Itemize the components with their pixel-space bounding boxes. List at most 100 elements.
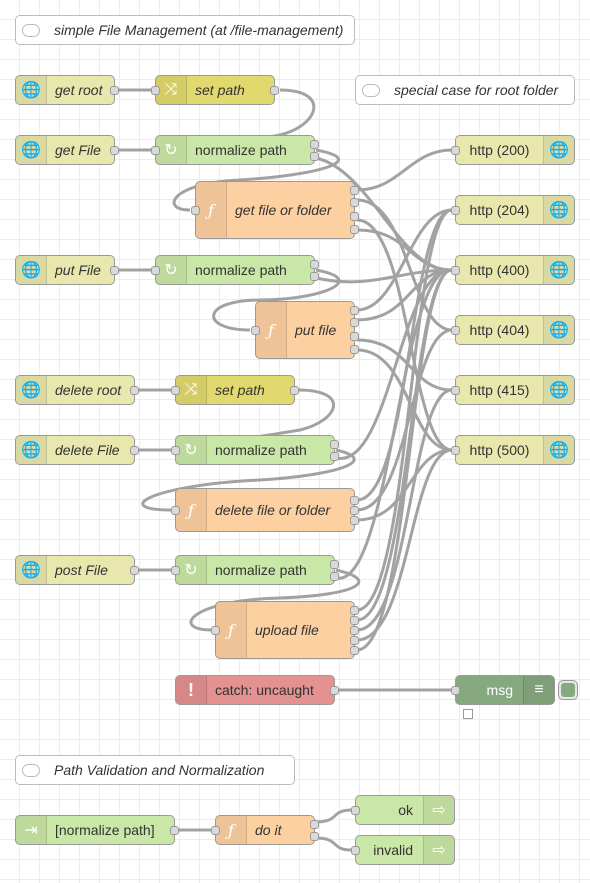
globe-icon: 🌐 [543, 136, 574, 164]
input-port[interactable] [451, 206, 460, 215]
function-put-file[interactable]: ƒ put file [251, 301, 359, 359]
function-do-it[interactable]: ƒ do it [211, 815, 319, 845]
debug-toggle-button[interactable] [558, 680, 578, 700]
input-port[interactable] [451, 266, 460, 275]
output-port[interactable] [350, 198, 359, 207]
globe-icon: 🌐 [543, 436, 574, 464]
output-port[interactable] [350, 496, 359, 505]
output-port[interactable] [110, 86, 119, 95]
output-port[interactable] [350, 506, 359, 515]
http-response-400[interactable]: http (400) 🌐 [451, 255, 575, 285]
change-set-path-1[interactable]: ⤨ set path [151, 75, 279, 105]
subflow-output-invalid[interactable]: invalid ⇨ [351, 835, 455, 865]
http-response-200[interactable]: http (200) 🌐 [451, 135, 575, 165]
output-port[interactable] [350, 616, 359, 625]
comment-special-case[interactable]: special case for root folder [355, 75, 575, 105]
output-port[interactable] [350, 345, 359, 354]
http-in-delete-file[interactable]: 🌐 delete File [15, 435, 139, 465]
output-port[interactable] [330, 440, 339, 449]
function-delete-file-or-folder[interactable]: ƒ delete file or folder [171, 488, 359, 532]
http-in-get-file[interactable]: 🌐 get File [15, 135, 119, 165]
input-port[interactable] [151, 266, 160, 275]
output-port[interactable] [290, 386, 299, 395]
globe-icon: 🌐 [16, 76, 47, 104]
http-in-post-file[interactable]: 🌐 post File [15, 555, 139, 585]
wire [141, 448, 356, 512]
debug-msg[interactable]: msg ≡ [451, 675, 555, 705]
output-port[interactable] [310, 152, 319, 161]
output-port[interactable] [350, 516, 359, 525]
output-port[interactable] [350, 606, 359, 615]
output-port[interactable] [110, 266, 119, 275]
input-port[interactable] [451, 686, 460, 695]
output-port[interactable] [310, 260, 319, 269]
globe-icon: 🌐 [543, 376, 574, 404]
input-port[interactable] [171, 566, 180, 575]
input-port[interactable] [451, 446, 460, 455]
output-port[interactable] [270, 86, 279, 95]
output-port[interactable] [130, 446, 139, 455]
output-port[interactable] [130, 566, 139, 575]
output-port[interactable] [350, 212, 359, 221]
function-upload-file[interactable]: ƒ upload file [211, 601, 359, 659]
input-port[interactable] [451, 146, 460, 155]
input-port[interactable] [251, 326, 260, 335]
http-response-404[interactable]: http (404) 🌐 [451, 315, 575, 345]
output-port[interactable] [350, 626, 359, 635]
input-port[interactable] [171, 446, 180, 455]
output-port[interactable] [330, 572, 339, 581]
output-port[interactable] [350, 306, 359, 315]
input-port[interactable] [211, 826, 220, 835]
input-port[interactable] [451, 386, 460, 395]
globe-icon: 🌐 [16, 136, 47, 164]
input-port[interactable] [191, 206, 200, 215]
http-in-get-root[interactable]: 🌐 get root [15, 75, 119, 105]
input-port[interactable] [211, 626, 220, 635]
wire [356, 208, 453, 312]
input-port[interactable] [171, 506, 180, 515]
http-response-415[interactable]: http (415) 🌐 [451, 375, 575, 405]
input-port[interactable] [351, 846, 360, 855]
arrow-out-icon: ⇨ [423, 836, 454, 864]
output-port[interactable] [310, 140, 319, 149]
output-port[interactable] [330, 560, 339, 569]
input-port[interactable] [151, 146, 160, 155]
output-port[interactable] [310, 820, 319, 829]
shuffle-icon: ⤨ [156, 76, 187, 104]
input-port[interactable] [171, 386, 180, 395]
output-port[interactable] [110, 146, 119, 155]
arrow-out-icon: ⇨ [423, 796, 454, 824]
input-port[interactable] [351, 806, 360, 815]
output-port[interactable] [350, 186, 359, 195]
subflow-normalize-path-1[interactable]: ↻ normalize path [151, 135, 319, 165]
input-port[interactable] [451, 326, 460, 335]
output-port[interactable] [310, 272, 319, 281]
wire [172, 148, 341, 212]
comment-file-management[interactable]: simple File Management (at /file-managem… [15, 15, 355, 45]
output-port[interactable] [330, 452, 339, 461]
subflow-input-normalize-path[interactable]: ⇥ [normalize path] [15, 815, 179, 845]
subflow-normalize-path-3[interactable]: ↻ normalize path [171, 435, 339, 465]
output-port[interactable] [350, 318, 359, 327]
subflow-output-ok[interactable]: ok ⇨ [351, 795, 455, 825]
output-port[interactable] [170, 826, 179, 835]
output-port[interactable] [310, 832, 319, 841]
output-port[interactable] [330, 686, 339, 695]
output-port[interactable] [350, 646, 359, 655]
output-port[interactable] [350, 636, 359, 645]
http-response-500[interactable]: http (500) 🌐 [451, 435, 575, 465]
http-in-delete-root[interactable]: 🌐 delete root [15, 375, 139, 405]
http-response-204[interactable]: http (204) 🌐 [451, 195, 575, 225]
subflow-normalize-path-2[interactable]: ↻ normalize path [151, 255, 319, 285]
catch-uncaught[interactable]: ! catch: uncaught [175, 675, 339, 705]
http-in-put-file[interactable]: 🌐 put File [15, 255, 119, 285]
output-port[interactable] [350, 225, 359, 234]
function-get-file-or-folder[interactable]: ƒ get file or folder [191, 181, 359, 239]
input-port[interactable] [151, 86, 160, 95]
change-set-path-2[interactable]: ⤨ set path [171, 375, 299, 405]
comment-path-validation[interactable]: Path Validation and Normalization [15, 755, 295, 785]
output-port[interactable] [350, 332, 359, 341]
output-port[interactable] [130, 386, 139, 395]
subflow-normalize-path-4[interactable]: ↻ normalize path [171, 555, 339, 585]
